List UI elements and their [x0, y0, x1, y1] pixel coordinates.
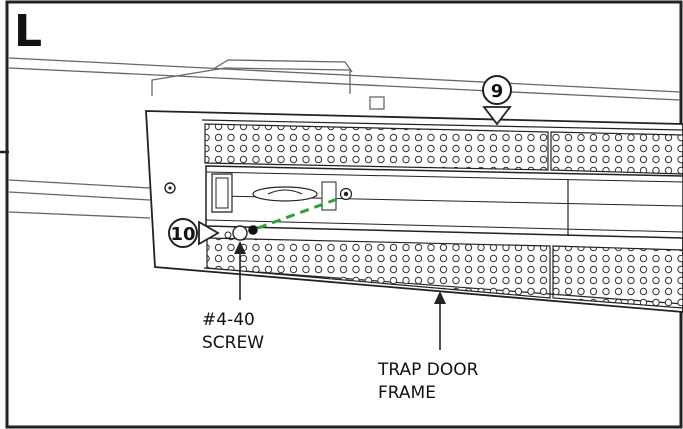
screw-4-40 — [248, 225, 258, 235]
step-9-callout: 9 — [482, 75, 512, 126]
step-10-number: 10 — [170, 224, 195, 245]
screw-label-line2: SCREW — [202, 333, 264, 353]
screw-label-line1: #4-40 — [202, 310, 255, 330]
screw-hole-small — [224, 231, 232, 239]
screw-hole — [232, 225, 248, 241]
step-10-callout: 10 — [168, 218, 220, 248]
mounting-hole-center — [168, 186, 172, 190]
frame-label-line1: TRAP DOOR — [377, 360, 479, 380]
frame-leader — [434, 291, 446, 350]
frame-label-line2: FRAME — [378, 383, 436, 403]
background-rails — [8, 57, 681, 219]
panel-letter: L — [14, 6, 42, 57]
trap-door-frame — [145, 110, 683, 313]
step-9-number: 9 — [491, 81, 504, 102]
screw-leader — [234, 241, 246, 300]
